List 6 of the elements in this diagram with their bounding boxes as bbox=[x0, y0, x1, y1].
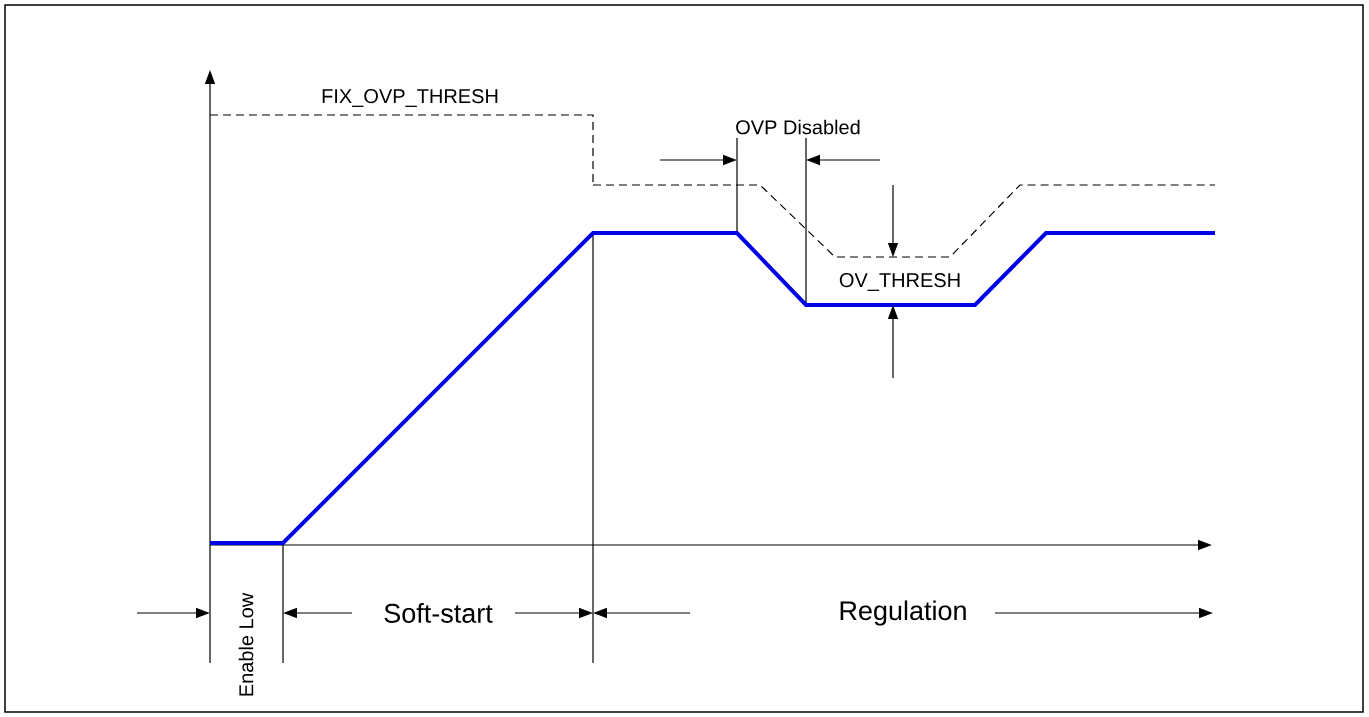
label-text: OVP Disabled bbox=[736, 119, 860, 135]
label-text: Soft-start bbox=[384, 603, 493, 623]
label-text: OV_THRESH bbox=[839, 273, 960, 291]
label-text: Enable Low bbox=[238, 592, 254, 696]
label-text: FIX_OVP_THRESH bbox=[322, 89, 498, 107]
label-text: Regulation bbox=[840, 600, 966, 626]
